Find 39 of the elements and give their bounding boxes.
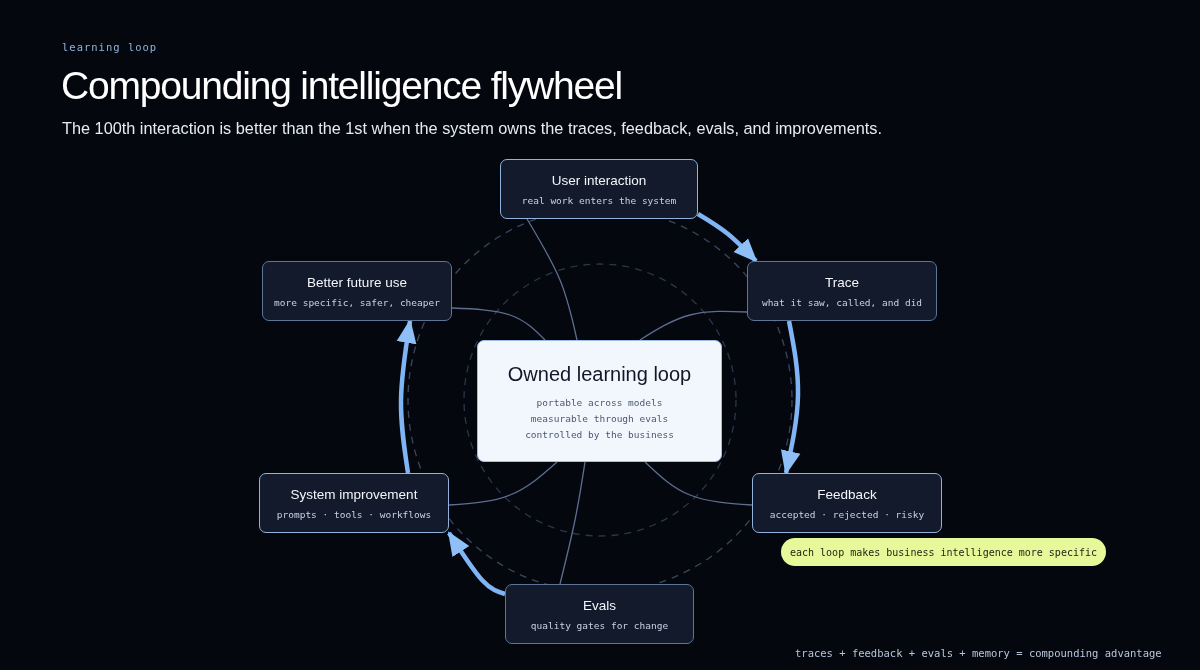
- connector-line: [639, 310, 748, 341]
- connector-line: [559, 461, 586, 585]
- node-subtitle: controlled by the business: [525, 428, 674, 440]
- node-subtitle: accepted · rejected · risky: [769, 508, 925, 520]
- node-subtitle: portable across models: [536, 396, 663, 408]
- stage-box: [259, 473, 449, 533]
- stage-box: [752, 473, 942, 533]
- connector-line: [451, 307, 546, 341]
- node-subtitle: prompts · tools · workflows: [276, 508, 432, 520]
- eyebrow-label: learning loop: [62, 41, 158, 53]
- stage-box: [262, 261, 452, 321]
- node-title: Feedback: [817, 486, 877, 502]
- node-subtitle: quality gates for change: [530, 619, 669, 631]
- note-text: each loop makes business intelligence more specific: [789, 546, 1097, 558]
- arrow: [696, 212, 758, 263]
- stage-box: [747, 261, 937, 321]
- node-subtitle: real work enters the system: [521, 194, 677, 206]
- node-subtitle: more specific, safer, cheaper: [274, 296, 440, 308]
- node-title: User interaction: [551, 172, 647, 188]
- node-title: Owned learning loop: [507, 362, 692, 386]
- node-title: Evals: [583, 597, 616, 613]
- connector-line: [448, 461, 558, 506]
- node-title: Trace: [825, 274, 859, 290]
- connector-line: [526, 218, 578, 341]
- connector-line: [644, 461, 753, 506]
- arrow: [780, 320, 801, 475]
- stage-box: [505, 584, 694, 644]
- arrow: [396, 319, 417, 474]
- footer-note: traces + feedback + evals + memory = compounding advantage: [795, 647, 1162, 659]
- title: Compounding intelligence flywheel: [61, 64, 622, 108]
- arrow: [447, 531, 506, 597]
- note-pill: [781, 538, 1106, 566]
- core-box: [477, 340, 722, 462]
- stage-box: [500, 159, 698, 219]
- node-title: Better future use: [307, 274, 407, 290]
- node-subtitle: measurable through evals: [530, 412, 669, 424]
- node-title: System improvement: [290, 486, 418, 502]
- subtitle: The 100th interaction is better than the 1st when the system owns the traces, feedback, evals, and improvements.: [62, 119, 882, 138]
- node-subtitle: what it saw, called, and did: [761, 296, 923, 308]
